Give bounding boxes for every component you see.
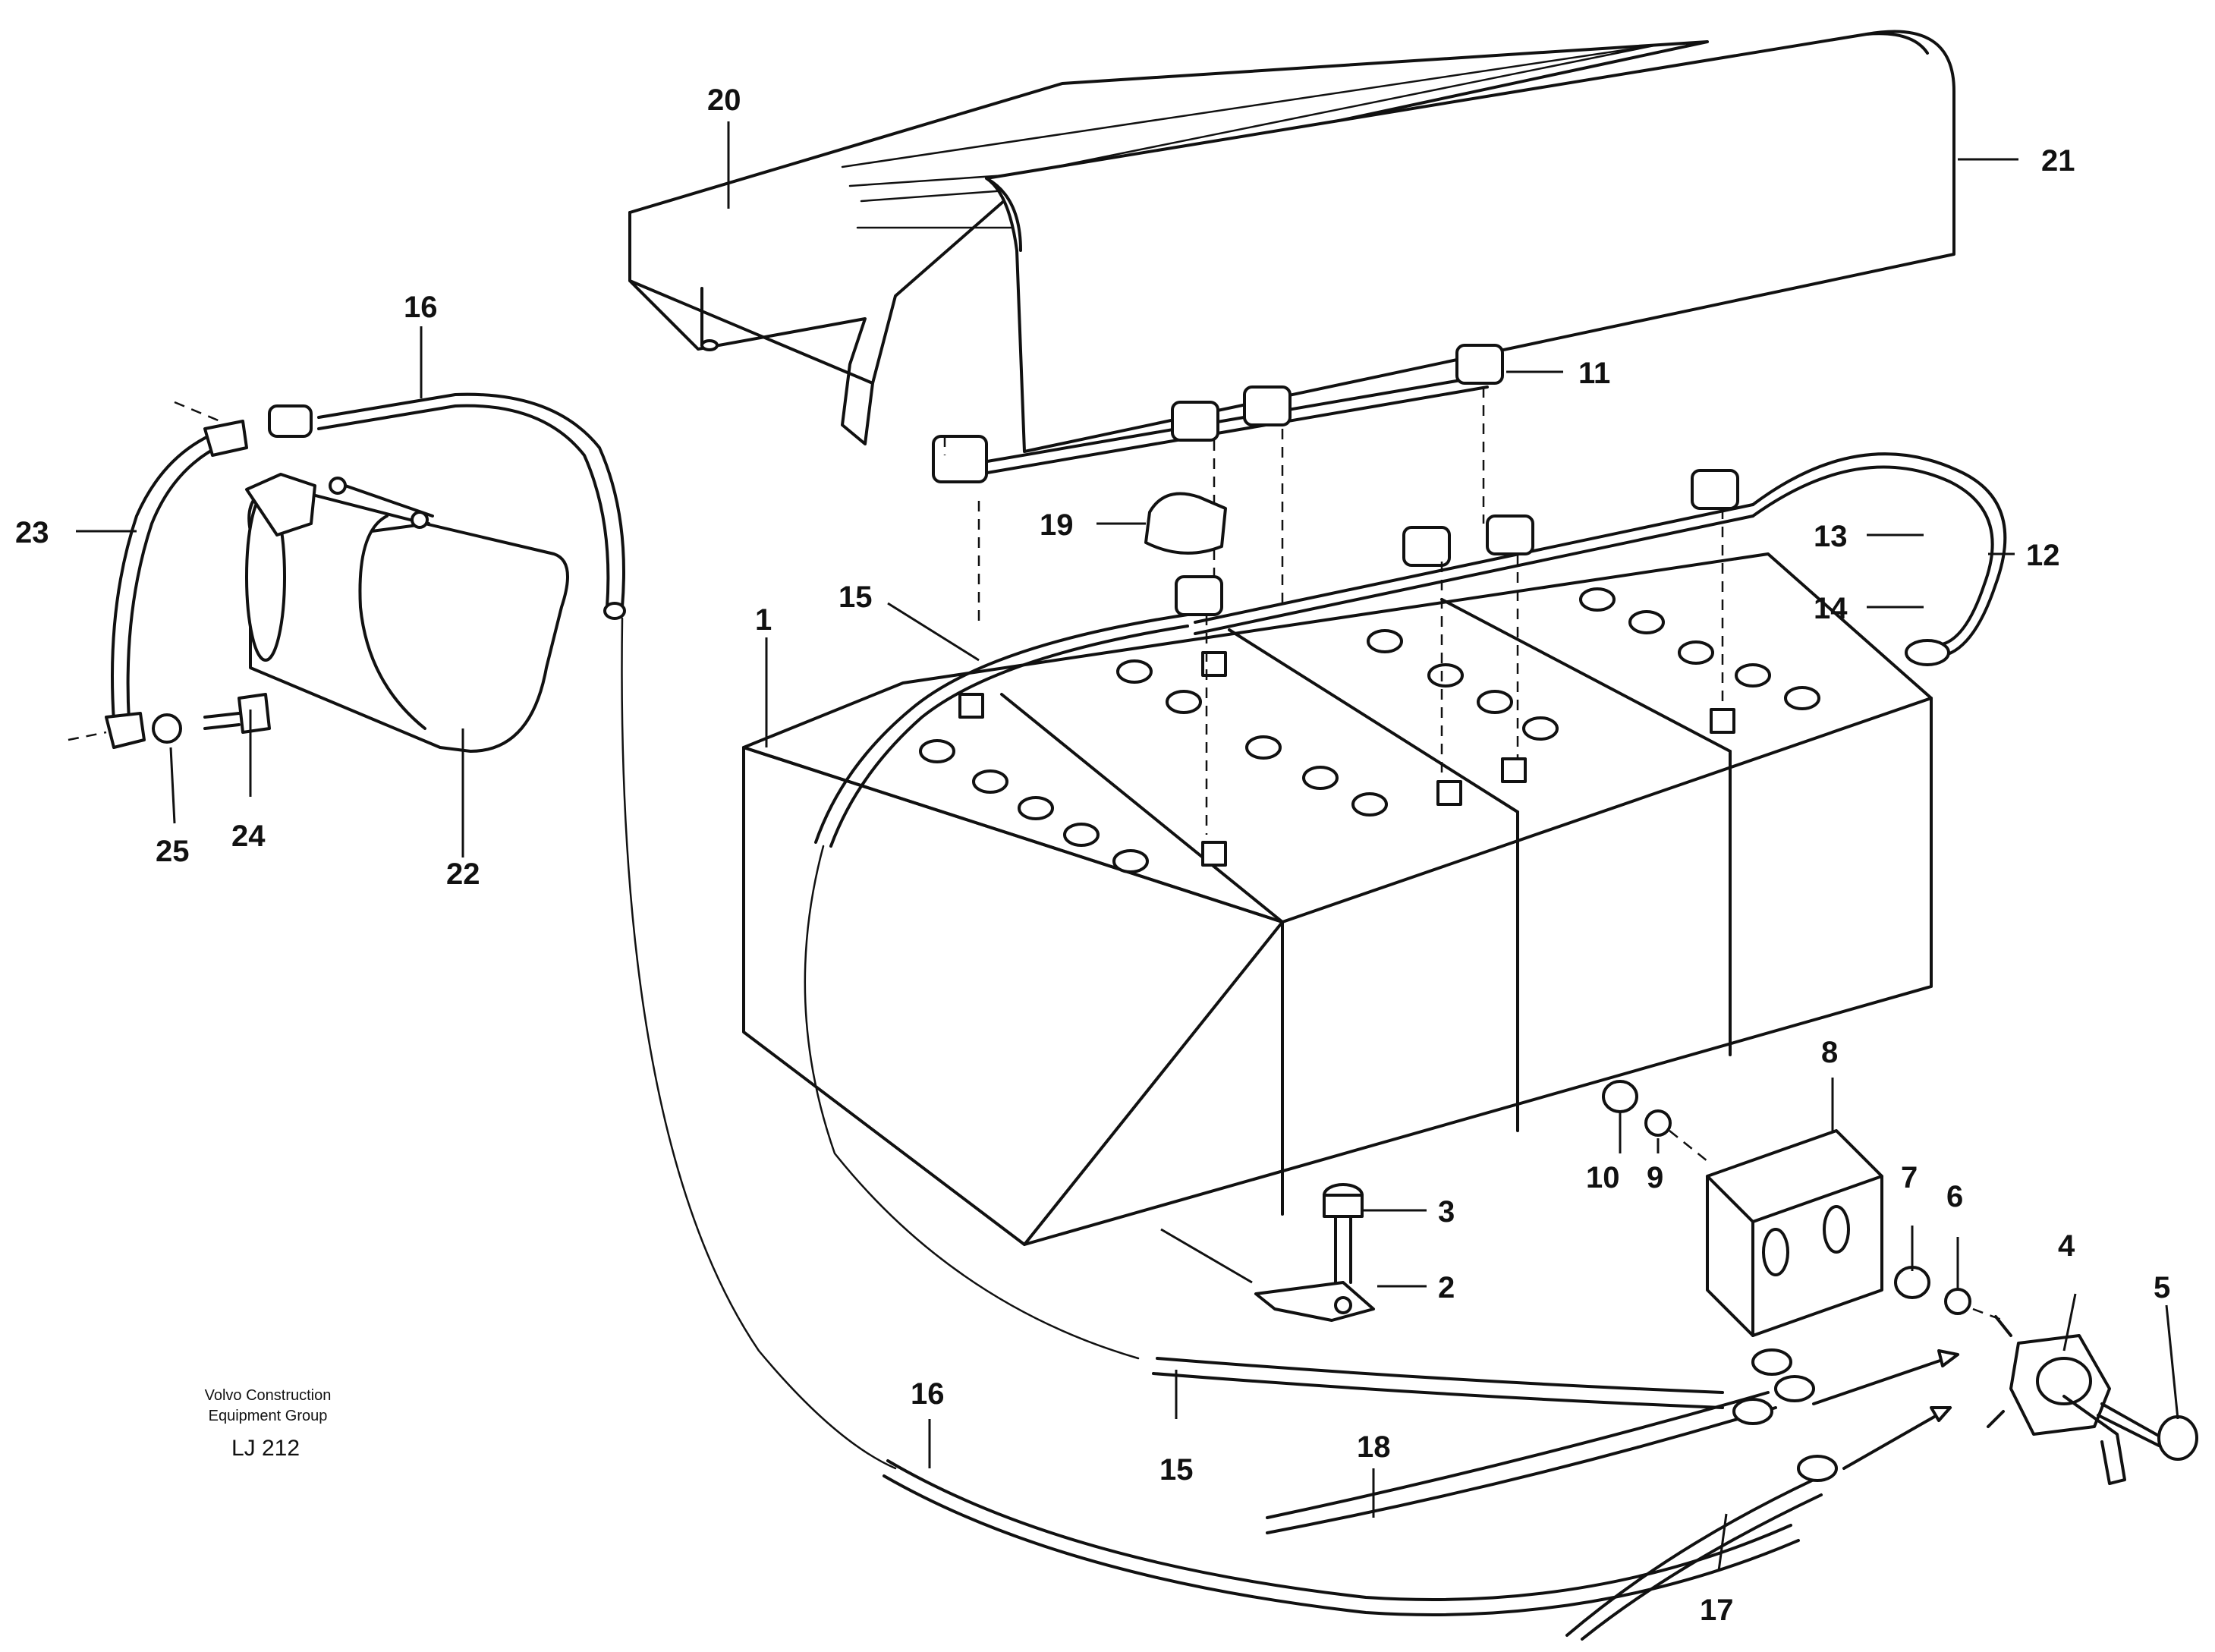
- callout-24: 24: [231, 820, 266, 853]
- callout-16-upper: 16: [404, 291, 438, 324]
- callout-21: 21: [2041, 144, 2075, 178]
- callout-2: 2: [1438, 1271, 1455, 1304]
- callout-13: 13: [1814, 520, 1848, 553]
- main-switch: [1987, 1315, 2198, 1485]
- callout-15-upper: 15: [838, 581, 873, 614]
- callout-1: 1: [755, 603, 772, 637]
- callout-8: 8: [1821, 1036, 1838, 1069]
- callout-16-lower: 16: [911, 1377, 945, 1411]
- callout-6: 6: [1946, 1180, 1963, 1213]
- callout-17: 17: [1700, 1594, 1734, 1627]
- fuse-box: [1602, 1080, 2004, 1337]
- callout-23: 23: [15, 516, 49, 549]
- cables: [268, 392, 2007, 1641]
- callout-5: 5: [2154, 1271, 2170, 1304]
- callout-14: 14: [1814, 592, 1848, 625]
- callout-18: 18: [1357, 1430, 1391, 1464]
- callout-labels: 1 2 3 4 5 6 7 8 9 10 11 12 13 14 15 15 1…: [15, 83, 2170, 1627]
- callout-3: 3: [1438, 1195, 1455, 1229]
- callout-12: 12: [2026, 539, 2060, 572]
- callout-15-lower: 15: [1159, 1453, 1194, 1487]
- connection-straps: [932, 344, 1754, 835]
- caption-drawing-code: LJ 212: [231, 1436, 300, 1461]
- callout-20: 20: [707, 83, 741, 117]
- terminal-cover: [1144, 492, 1227, 555]
- battery-cover: [628, 30, 1955, 453]
- callout-4: 4: [2058, 1229, 2075, 1263]
- callout-7: 7: [1901, 1161, 1918, 1194]
- drawing-caption: Volvo Construction Equipment Group LJ 21…: [205, 1387, 332, 1461]
- caption-company-line2: Equipment Group: [209, 1408, 328, 1424]
- callout-9: 9: [1647, 1161, 1663, 1194]
- ground-strap: [68, 401, 271, 749]
- battery-caps: [919, 587, 1820, 873]
- caption-company-line1: Volvo Construction: [205, 1387, 332, 1404]
- mounting-bracket: [1160, 1183, 1375, 1322]
- callout-11: 11: [1578, 357, 1610, 390]
- callout-10: 10: [1586, 1161, 1620, 1194]
- battery-pack: [742, 552, 1933, 1246]
- callout-22: 22: [446, 857, 480, 891]
- leader-lines: [76, 121, 2179, 1572]
- callout-19: 19: [1040, 508, 1074, 542]
- starter-motor: [245, 473, 569, 753]
- callout-25: 25: [156, 835, 190, 868]
